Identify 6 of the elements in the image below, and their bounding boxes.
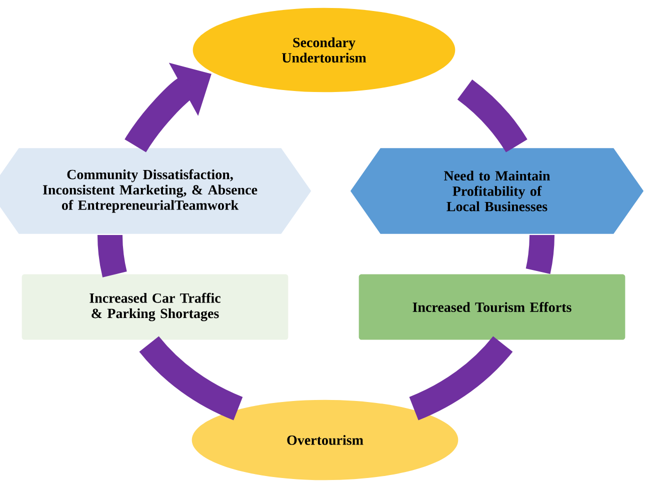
oval-label: Overtourism (192, 400, 458, 480)
oval-label: Secondary Undertourism (192, 8, 456, 92)
hexagon-box: Community Dissatisfaction, Inconsistent Marketing, & Absence of EntrepreneurialTeamwork (0, 148, 312, 234)
hexagon-box: Need to Maintain Profitability of Local Businesses (350, 148, 644, 234)
scroll-banner: Increased Car Traffic & Parking Shortages (22, 274, 288, 340)
scroll-banner: Increased Tourism Efforts (358, 274, 626, 340)
